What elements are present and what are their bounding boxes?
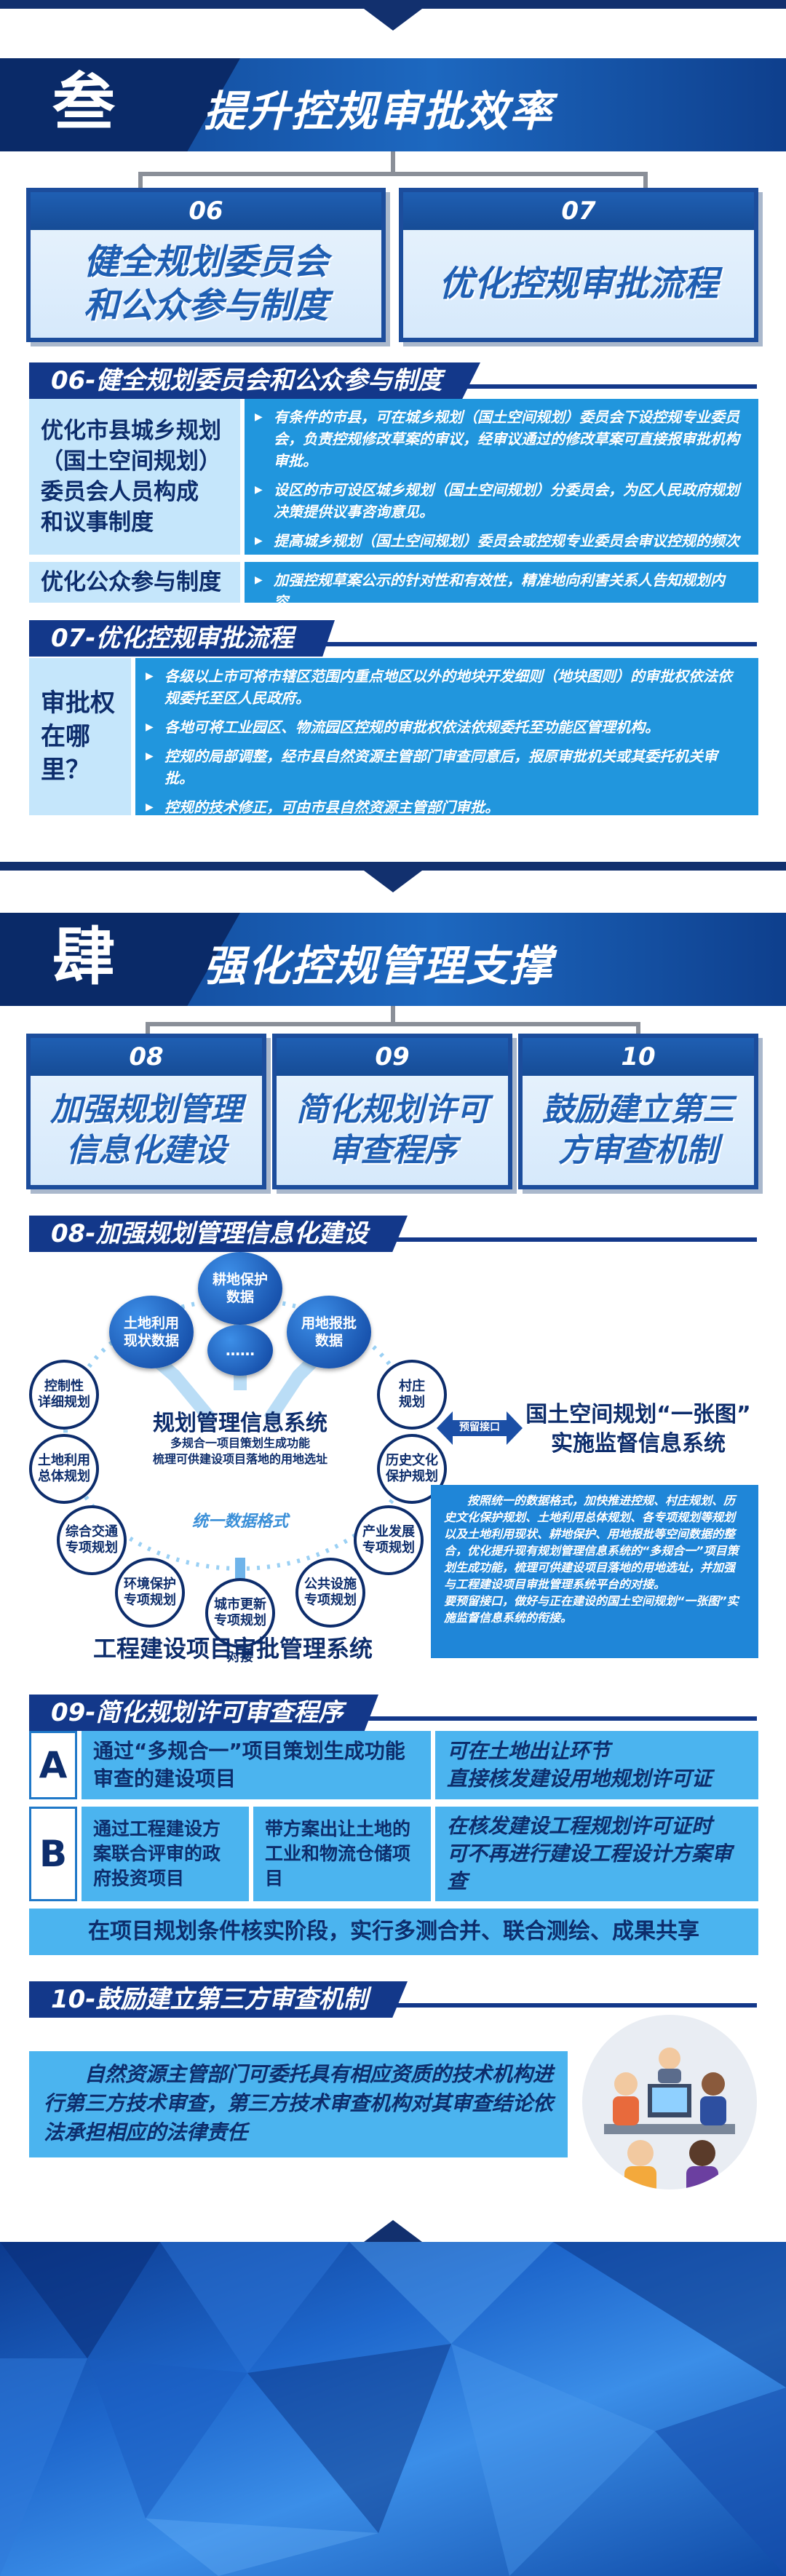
info-system-diagram: 耕地保护 数据 土地利用 现状数据 用地报批 数据 …… 控制性 详细规划 土地…: [22, 1252, 451, 1674]
b-result: 在核发建设工程规划许可证时 可不再进行建设工程设计方案审查: [435, 1807, 758, 1901]
mid-divider: [0, 862, 786, 871]
card-08: 08 加强规划管理 信息化建设: [26, 1034, 266, 1189]
bullet-item: 有条件的市县，可在城乡规划（国土空间规划）委员会下设控规专业委员会，负责控规修改…: [255, 406, 745, 472]
section-header-text: 07-优化控规审批流程: [51, 624, 294, 653]
card-09: 09 简化规划许可 审查程序: [272, 1034, 512, 1189]
bubble-industry: 产业发展 专项规划: [354, 1505, 424, 1575]
card-number: 06: [31, 192, 381, 230]
bubble-village: 村庄 规划: [377, 1360, 447, 1430]
a-result: 可在土地出让环节 直接核发建设用地规划许可证: [435, 1731, 758, 1799]
bullet-item: 控规的局部调整，经市县自然资源主管部门审查同意后，报原审批机关或其委托机关审批。: [146, 745, 745, 789]
row-label-public: 优化公众参与制度: [29, 562, 240, 603]
card-number: 08: [31, 1038, 262, 1076]
card-10: 10 鼓励建立第三 方审查机制: [518, 1034, 758, 1189]
meeting-people-icon: [604, 2048, 735, 2189]
section-header-06: 06-健全规划委员会和公众参与制度: [29, 362, 480, 399]
section3-title: 提升控规审批效率: [204, 87, 554, 136]
section-header-10: 10-鼓励建立第三方审查机制: [29, 1981, 408, 2018]
footer-background: [0, 2242, 786, 2576]
card-number: 07: [403, 192, 754, 230]
b-condition-industry: 带方案出让土地的工业和物流仓储项目: [253, 1807, 431, 1901]
section3-number: 叁: [52, 66, 115, 139]
connector: [391, 151, 395, 172]
bullet-item: 控规的技术修正，可由市县自然资源主管部门审批。: [146, 796, 745, 818]
section-underline: [29, 1716, 757, 1721]
card-number: 09: [277, 1038, 508, 1076]
section-header-text: 06-健全规划委员会和公众参与制度: [51, 366, 442, 395]
bubble-traffic: 综合交通 专项规划: [57, 1505, 127, 1575]
top-notch: [364, 9, 422, 31]
a-condition: 通过“多规合一”项目策划生成功能审查的建设项目: [82, 1731, 431, 1799]
section-header-08: 08-加强规划管理信息化建设: [29, 1216, 408, 1252]
section-underline: [29, 642, 757, 646]
section-header-text: 08-加强规划管理信息化建设: [51, 1219, 368, 1248]
footer-polygon-pattern: [0, 2242, 786, 2576]
bubble-overall-plan: 土地利用 总体规划: [29, 1434, 99, 1504]
connector: [391, 1006, 395, 1022]
row-content-approval: 各级以上市可将市辖区范围内重点地区以外的地块开发细则（地块图则）的审批权依法依规…: [135, 658, 758, 818]
card-title: 简化规划许可 审查程序: [296, 1091, 488, 1169]
section-header-text: 09-简化规划许可审查程序: [51, 1698, 344, 1727]
one-map-system-title: 国土空间规划“一张图” 实施监督信息系统: [525, 1402, 751, 1457]
card-title: 鼓励建立第三 方审查机制: [542, 1091, 734, 1169]
card-title: 健全规划委员会 和公众参与制度: [83, 242, 328, 326]
card-07: 07 优化控规审批流程: [399, 188, 758, 342]
bubble-land-use: 土地利用 现状数据: [109, 1296, 194, 1368]
connector-bracket: [138, 172, 648, 192]
card-title: 加强规划管理 信息化建设: [50, 1091, 242, 1169]
center-subtitle: 多规合一项目策划生成功能 梳理可供建设项目落地的用地选址: [152, 1436, 328, 1466]
bullet-item: 加强控规草案公示的针对性和有效性，精准地向利害关系人告知规划内容。: [255, 569, 745, 613]
interface-arrow: [437, 1411, 523, 1445]
mid-notch: [364, 871, 422, 892]
b-condition-gov: 通过工程建设方案联合评审的政府投资项目: [82, 1807, 249, 1901]
row-label-approval: 审批权 在哪里？: [29, 658, 131, 815]
bubble-farmland: 耕地保护 数据: [198, 1252, 282, 1325]
letter-b: B: [29, 1807, 77, 1901]
interface-label: 预留接口: [459, 1422, 500, 1433]
bubble-environment: 环境保护 专项规划: [115, 1558, 185, 1628]
bullet-item: 各级以上市可将市辖区范围内重点地区以外的地块开发细则（地块图则）的审批权依法依规…: [146, 665, 745, 709]
bullet-item: 各地可将工业园区、物流园区控规的审批权依法依规委托至功能区管理机构。: [146, 716, 745, 738]
section-header-09: 09-简化规划许可审查程序: [29, 1695, 378, 1731]
section4-number: 肆: [52, 920, 115, 994]
meeting-illustration: [582, 2015, 757, 2189]
section-header-text: 10-鼓励建立第三方审查机制: [51, 1985, 368, 2014]
info-description: 按照统一的数据格式，加快推进控规、村庄规划、历史文化保护规划、土地利用总体规划、…: [431, 1485, 758, 1658]
verification-stage: 在项目规划条件核实阶段，实行多测合并、联合测绘、成果共享: [29, 1909, 758, 1955]
section-header-07: 07-优化控规审批流程: [29, 620, 335, 657]
section3-banner: 叁 提升控规审批效率: [0, 58, 786, 151]
bubble-detail-plan: 控制性 详细规划: [29, 1360, 99, 1430]
section4-banner: 肆 强化控规管理支撑: [0, 913, 786, 1006]
row-label-committee: 优化市县城乡规划 （国土空间规划） 委员会人员构成 和议事制度: [29, 399, 240, 555]
bubble-more: ……: [207, 1325, 273, 1376]
third-party-text: 自然资源主管部门可委托具有相应资质的技术机构进行第三方技术审查，第三方技术审查机…: [29, 2051, 568, 2157]
center-title: 规划管理信息系统: [153, 1411, 328, 1436]
dock-label: 对接: [227, 1649, 253, 1665]
card-title: 优化控规审批流程: [438, 263, 718, 304]
card-number: 10: [523, 1038, 754, 1076]
bubble-urban-renewal: 城市更新 专项规划: [205, 1578, 275, 1648]
connector-bracket: [146, 1022, 640, 1038]
footer-notch: [364, 2220, 422, 2242]
bottom-system-title: 工程建设项目审批管理系统: [92, 1635, 373, 1662]
letter-a: A: [29, 1731, 77, 1799]
section4-title: 强化控规管理支撑: [204, 941, 554, 991]
unified-format-label: 统一数据格式: [191, 1513, 288, 1531]
bubble-approval: 用地报批 数据: [287, 1296, 371, 1368]
card-06: 06 健全规划委员会 和公众参与制度: [26, 188, 386, 342]
bubble-public-facility: 公共设施 专项规划: [295, 1558, 365, 1628]
row-content-committee: 有条件的市县，可在城乡规划（国土空间规划）委员会下设控规专业委员会，负责控规修改…: [245, 399, 758, 571]
top-divider: [0, 0, 786, 9]
row-content-public: 加强控规草案公示的针对性和有效性，精准地向利害关系人告知规划内容。: [245, 562, 758, 611]
bullet-item: 设区的市可设区城乡规划（国土空间规划）分委员会，为区人民政府规划决策提供议事咨询…: [255, 479, 745, 523]
